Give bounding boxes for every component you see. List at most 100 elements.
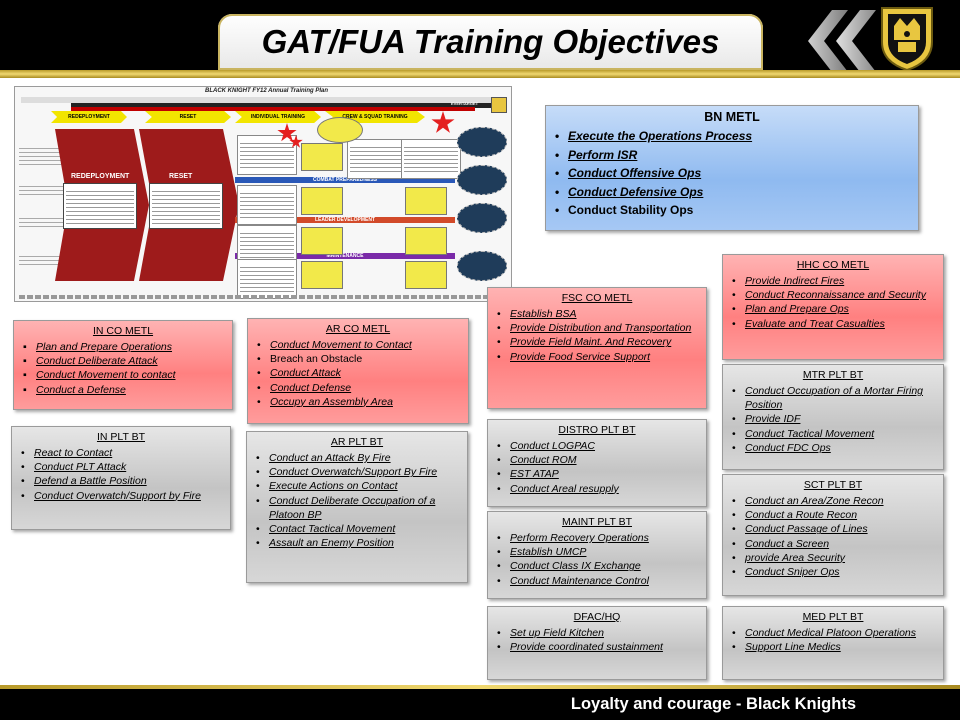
plan-note-yellow (301, 227, 343, 255)
metl-task-text: Conduct Maintenance Control (510, 574, 649, 587)
plan-note-yellow (405, 261, 447, 289)
metl-task-item: Provide Indirect Fires (729, 274, 937, 288)
metl-task-item: Conduct Stability Ops (552, 201, 912, 220)
metl-task-text: Conduct a Defense (36, 383, 126, 396)
metl-task-item: Plan and Prepare Ops (729, 302, 937, 316)
plan-cloud (457, 251, 507, 281)
metl-task-item: EST ATAP (494, 467, 700, 481)
metl-task-item: Conduct Overwatch/Support By Fire (253, 465, 461, 479)
metl-task-text: Conduct Occupation of a Mortar Firing Po… (745, 385, 923, 412)
metl-task-text: Conduct PLT Attack (34, 461, 127, 474)
page-title: GAT/FUA Training Objectives (261, 23, 720, 60)
metl-task-text: Conduct Movement to contact (36, 369, 176, 382)
metl-task-item: Provide Distribution and Transportation (494, 321, 700, 335)
metl-task-text: Conduct Defensive Ops (568, 184, 704, 199)
metl-task-item: React to Contact (18, 446, 224, 460)
bn-metl-title: BN METL (704, 110, 760, 124)
metl-task-text: Conduct Tactical Movement (745, 427, 875, 440)
metl-task-item: Conduct ROM (494, 453, 700, 467)
dfac-hq-box: DFAC/HQ Set up Field KitchenProvide coor… (487, 606, 707, 680)
plan-card (401, 139, 461, 179)
metl-task-item: Conduct Overwatch/Support by Fire (18, 489, 224, 503)
plan-note-yellow (301, 261, 343, 289)
metl-task-item: Conduct a Defense (20, 383, 226, 397)
plan-badge: EVERTARGET (451, 101, 479, 106)
metl-task-text: Provide IDF (745, 413, 801, 426)
annual-training-plan-thumbnail[interactable]: BLACK KNIGHT FY12 Annual Training Plan E… (14, 86, 512, 302)
band-leader-development: LEADER DEVELOPMENT (235, 217, 455, 223)
metl-task-text: Assault an Enemy Position (269, 537, 394, 550)
mtr-plt-bt-title: MTR PLT BT (802, 369, 864, 381)
metl-task-text: Provide Food Service Support (510, 350, 651, 363)
metl-task-text: Breach an Obstacle (270, 353, 363, 366)
metl-task-item: Conduct an Area/Zone Recon (729, 494, 937, 508)
reset-card (149, 183, 223, 229)
plan-row-label (19, 215, 63, 229)
metl-task-item: Conduct Class IX Exchange (494, 559, 700, 573)
metl-task-text: Provide Distribution and Transportation (510, 322, 692, 335)
metl-task-item: Conduct an Attack By Fire (253, 451, 461, 465)
metl-task-text: provide Area Security (745, 551, 845, 564)
metl-task-item: Occupy an Assembly Area (254, 395, 462, 409)
med-plt-bt-title: MED PLT BT (802, 611, 864, 623)
metl-task-item: Conduct Maintenance Control (494, 574, 700, 588)
metl-task-text: Conduct Defense (270, 381, 352, 394)
unit-insignia-icon (881, 7, 933, 72)
metl-task-item: Conduct LOGPAC (494, 439, 700, 453)
metl-task-text: Conduct Deliberate Attack (36, 355, 158, 368)
metl-task-item: Conduct Medical Platoon Operations (729, 626, 937, 640)
metl-task-item: Conduct a Route Recon (729, 508, 937, 522)
metl-task-item: Provide Field Maint. And Recovery (494, 335, 700, 349)
metl-task-text: Defend a Battle Position (34, 475, 147, 488)
ar-co-metl-list: Conduct Movement to ContactBreach an Obs… (254, 338, 462, 409)
plan-crest-icon (491, 97, 507, 113)
metl-task-text: Support Line Medics (745, 641, 841, 654)
metl-task-text: Conduct Offensive Ops (568, 166, 702, 181)
metl-task-item: Conduct Tactical Movement (729, 427, 937, 441)
metl-task-text: Conduct Overwatch/Support by Fire (34, 489, 201, 502)
plan-row-label (19, 253, 63, 267)
metl-task-text: Conduct Passage of Lines (745, 523, 868, 536)
in-co-metl-list: Plan and Prepare OperationsConduct Delib… (20, 340, 226, 397)
metl-task-item: Conduct Sniper Ops (729, 565, 937, 579)
maint-plt-bt-list: Perform Recovery OperationsEstablish UMC… (494, 531, 700, 588)
metl-task-item: Conduct Defense (254, 381, 462, 395)
metl-task-text: Provide Field Maint. And Recovery (510, 336, 672, 349)
plan-note-yellow (301, 187, 343, 215)
metl-task-text: Execute the Operations Process (568, 129, 753, 143)
metl-task-item: Defend a Battle Position (18, 474, 224, 488)
in-plt-bt-list: React to ContactConduct PLT AttackDefend… (18, 446, 224, 503)
plan-red-bar (71, 107, 475, 111)
metl-task-item: Conduct Offensive Ops (552, 164, 912, 183)
footer-motto: Loyalty and courage - Black Knights (570, 695, 856, 713)
metl-task-text: Contact Tactical Movement (269, 522, 396, 535)
metl-task-text: React to Contact (34, 447, 113, 459)
distro-plt-bt-list: Conduct LOGPACConduct ROMEST ATAPConduct… (494, 439, 700, 496)
metl-task-item: Conduct PLT Attack (18, 460, 224, 474)
metl-task-text: Set up Field Kitchen (510, 627, 604, 639)
plan-card (237, 259, 297, 299)
plan-timeline-bar (21, 97, 501, 103)
plan-footnote (19, 295, 509, 299)
metl-task-item: Conduct Occupation of a Mortar Firing Po… (729, 384, 937, 412)
plan-row-label (19, 145, 63, 165)
fsc-co-metl-list: Establish BSAProvide Distribution and Tr… (494, 307, 700, 364)
mtr-plt-bt-list: Conduct Occupation of a Mortar Firing Po… (729, 384, 937, 455)
plan-burst-icon (431, 111, 455, 133)
ar-plt-bt-list: Conduct an Attack By FireConduct Overwat… (253, 451, 461, 550)
metl-task-item: Set up Field Kitchen (494, 626, 700, 640)
metl-task-text: Conduct Areal resupply (510, 482, 619, 495)
metl-task-text: Conduct Reconnaissance and Security (745, 289, 926, 302)
metl-task-item: Contact Tactical Movement (253, 522, 461, 536)
footer-bar: Loyalty and courage - Black Knights (0, 689, 960, 720)
metl-task-item: Provide IDF (729, 412, 937, 426)
metl-task-item: Provide coordinated sustainment (494, 640, 700, 654)
metl-task-text: Conduct Sniper Ops (745, 565, 840, 578)
metl-task-item: Plan and Prepare Operations (20, 340, 226, 354)
footer-gold-stripe (0, 685, 960, 689)
metl-task-text: Conduct Stability Ops (568, 203, 694, 218)
med-plt-bt-list: Conduct Medical Platoon OperationsSuppor… (729, 626, 937, 655)
plan-cloud (457, 165, 507, 195)
plan-note-yellow (405, 187, 447, 215)
metl-task-item: Execute the Operations Process (552, 127, 912, 146)
